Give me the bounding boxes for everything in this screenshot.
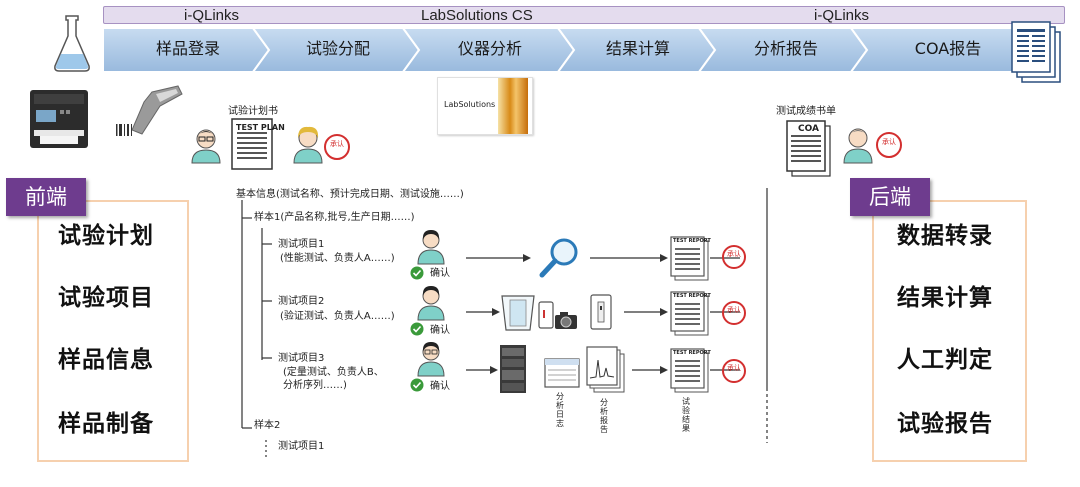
flow-step-instrument-analysis: 仪器分析 (457, 39, 522, 58)
check-icon-3 (410, 378, 424, 392)
labsolutions-software-box: LabSolutions (437, 77, 533, 135)
process-flow-chevrons (103, 28, 1021, 72)
back-item-data-transcription: 数据转录 (897, 223, 993, 249)
test-plan-doc-label: TEST PLAN (236, 123, 285, 132)
test-plan-document-icon (231, 118, 273, 170)
system-banner: i-QLinks LabSolutions CS i-QLinks (103, 6, 1065, 24)
analyst-avatar-icon (191, 129, 221, 164)
coa-title: 测试成绩书单 (776, 106, 836, 117)
back-item-manual-judgement: 人工判定 (897, 347, 993, 373)
banner-center-label: LabSolutions CS (421, 7, 533, 24)
flow-step-test-assign: 试验分配 (305, 39, 370, 58)
coa-approval-stamp: 承认 (876, 132, 902, 158)
sample1-label: 样本1(产品名称,批号,生产日期……) (254, 212, 415, 223)
test-plan-title: 试验计划书 (228, 106, 278, 117)
front-item-test-items: 试验项目 (58, 285, 154, 311)
check-icon (410, 266, 424, 280)
back-tag: 后端 (850, 178, 930, 216)
flow-step-sample-login: 样品登录 (155, 39, 220, 58)
front-panel (37, 200, 189, 462)
analysis-report-label: 分析报告 (600, 398, 608, 434)
analysis-report-icon (586, 346, 625, 393)
confirm-label-3: 确认 (430, 381, 450, 392)
magnifier-icon (539, 238, 578, 278)
approver-avatar-icon (293, 126, 323, 164)
analysis-log-icon (544, 358, 580, 388)
confirm-label-2: 确认 (430, 325, 450, 336)
approval-stamp: 承认 (324, 134, 350, 160)
report-stamp-3: 承认 (722, 359, 746, 383)
test-item-2-title: 测试项目2 (278, 296, 325, 307)
manager-avatar-icon (843, 128, 873, 164)
test-report-doc-label-1: TEST REPORT (673, 238, 711, 244)
front-item-test-plan: 试验计划 (58, 223, 154, 249)
test-item-1-detail: (性能测试、负责人A……) (280, 253, 395, 264)
sample2-test-item-label: 测试项目1 (278, 441, 325, 452)
check-icon-2 (410, 322, 424, 336)
flask-icon (54, 15, 90, 72)
test-item-2-detail: (验证测试、负责人A……) (280, 311, 395, 322)
test-report-icon-3 (670, 348, 709, 393)
test-report-doc-label-3: TEST REPORT (673, 350, 711, 356)
analysis-log-label: 分析日志 (556, 392, 564, 428)
barcode-scanner-icon (116, 85, 183, 136)
back-panel (872, 200, 1027, 462)
test-item-3-detail-2: 分析序列……) (283, 380, 347, 391)
camera-icon (555, 312, 577, 329)
test-report-icon-2 (670, 291, 709, 336)
sample2-label: 样本2 (254, 420, 281, 431)
report-stack-icon (1011, 21, 1061, 83)
analyst-a-avatar-icon-2 (417, 286, 445, 321)
front-item-sample-prep: 样品制备 (58, 411, 154, 437)
report-stamp-2: 承认 (722, 301, 746, 325)
test-device-icon (590, 294, 612, 330)
sample-tray-icon (501, 295, 535, 331)
front-tag: 前端 (6, 178, 86, 216)
test-result-label: 试验结果 (682, 397, 690, 433)
software-name: LabSolutions (444, 100, 496, 109)
flow-step-analysis-report: 分析报告 (753, 39, 818, 58)
confirm-label-1: 确认 (430, 268, 450, 279)
coa-doc-label: COA (798, 124, 819, 134)
analyst-b-avatar-icon (417, 342, 445, 377)
back-item-result-calc: 结果计算 (897, 285, 993, 311)
flow-step-coa-report: COA报告 (914, 39, 982, 58)
basic-info-label: 基本信息(测试名称、预计完成日期、测试设施……) (236, 189, 464, 200)
test-item-1-title: 测试项目1 (278, 239, 325, 250)
test-item-3-detail-1: (定量测试、负责人B、 (283, 367, 384, 378)
front-item-sample-info: 样品信息 (58, 347, 154, 373)
hplc-instrument-icon (500, 345, 526, 393)
banner-left-label: i-QLinks (184, 7, 240, 24)
banner-right-label: i-QLinks (814, 7, 870, 24)
label-printer-icon (30, 90, 88, 148)
process-flow: 样品登录 试验分配 仪器分析 结果计算 分析报告 COA报告 (103, 28, 1021, 72)
back-item-test-report: 试验报告 (897, 411, 993, 437)
report-stamp-1: 承认 (722, 245, 746, 269)
flow-step-result-calc: 结果计算 (605, 39, 670, 58)
test-report-doc-label-2: TEST REPORT (673, 293, 711, 299)
analyst-a-avatar-icon (417, 230, 445, 265)
test-report-icon-1 (670, 236, 709, 281)
coa-document-icon (786, 120, 831, 177)
test-item-3-title: 测试项目3 (278, 353, 325, 364)
sample-vial-icon (538, 301, 554, 329)
